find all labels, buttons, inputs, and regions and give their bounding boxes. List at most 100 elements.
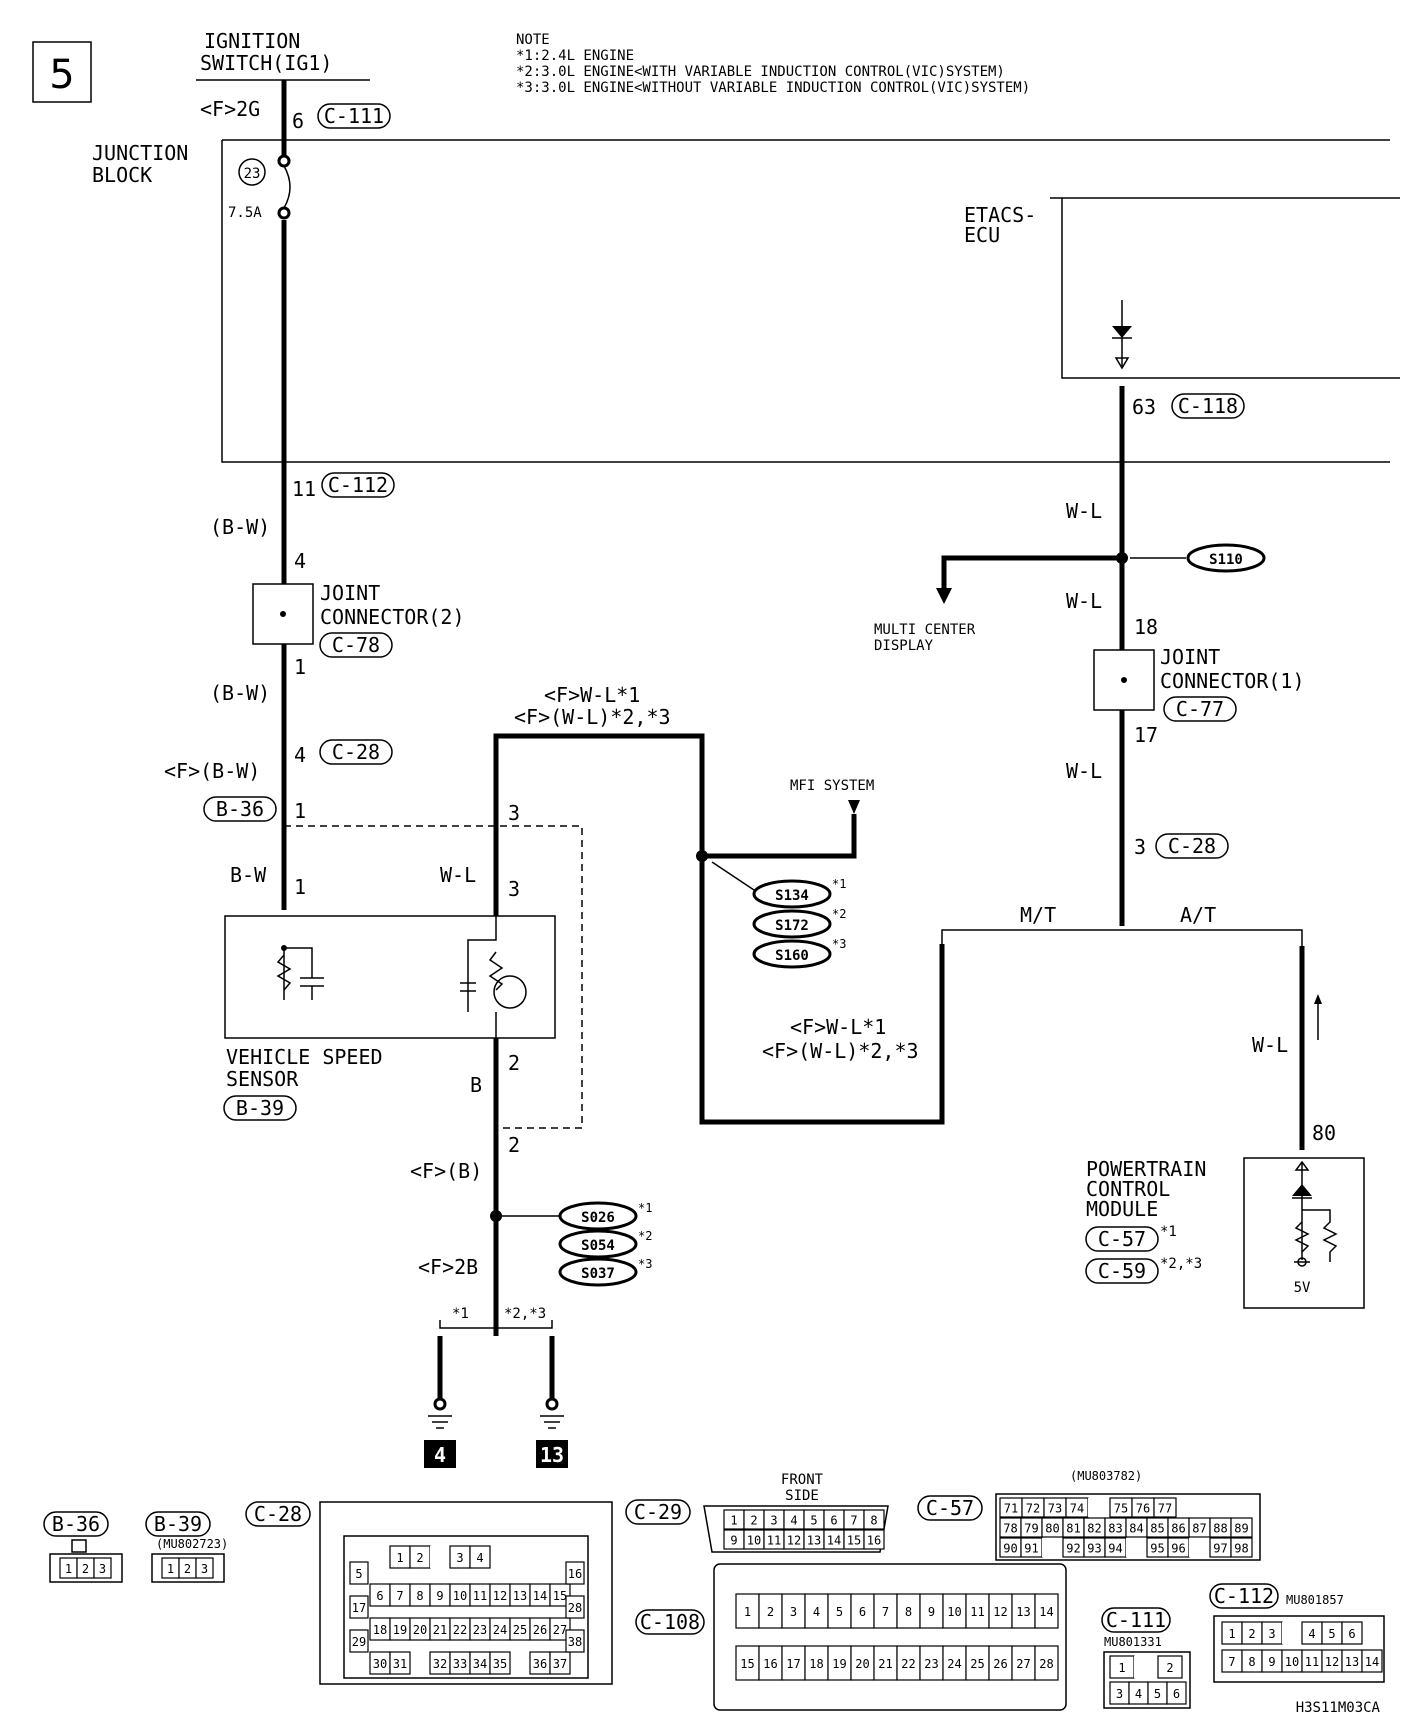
vss-cap-lead [284, 947, 313, 978]
c28-pin-label: 13 [513, 1589, 527, 1603]
splice-s160 [752, 939, 832, 969]
ignition-pin: 6 [292, 109, 304, 133]
wire-vss-signal-loop [493, 733, 945, 1125]
c28-pin-cell [430, 1546, 450, 1568]
c28-pin-label: 24 [493, 1623, 507, 1637]
c57-pin-label: 90 [1003, 1542, 1017, 1556]
splice-s026 [558, 1201, 638, 1231]
c108-pin-label: 4 [813, 1605, 820, 1619]
c108-pin-label: 6 [859, 1605, 866, 1619]
c28-pin-label: 37 [553, 1657, 567, 1671]
connector-view-b39-part: (MU802723) [156, 1537, 228, 1551]
c57-pin-cell [1153, 1497, 1177, 1518]
c108-pin-label: 7 [882, 1605, 889, 1619]
c29-pin-label: 4 [790, 1514, 797, 1528]
b36-pin-cell [93, 1557, 112, 1579]
ground-split-1: *1 [452, 1306, 469, 1322]
c28-pin-label: 5 [355, 1567, 362, 1581]
splice-s037-note: *3 [638, 1257, 652, 1271]
c29-pin-label: 7 [850, 1514, 857, 1528]
c112-pin-label: 2 [1248, 1627, 1255, 1641]
c112-pin-label: 14 [1365, 1655, 1379, 1669]
left-wire-color-4: B-W [230, 863, 267, 887]
connector-tag-b36 [203, 796, 277, 822]
c108-pin-label: 25 [970, 1657, 984, 1671]
left-wire-color-2: (B-W) [210, 681, 270, 705]
connector-view-c111 [1103, 1651, 1191, 1709]
c28-pin-cell [469, 1545, 491, 1569]
c28-pin-cell [349, 1561, 369, 1585]
splice-s054 [558, 1229, 638, 1259]
c57-pin-label: 74 [1070, 1502, 1084, 1516]
c111-pin-cell [1134, 1656, 1158, 1678]
connector-view-c28-label: C-28 [254, 1502, 302, 1526]
c112-pin-label: 3 [1268, 1627, 1275, 1641]
pcm-label-2: CONTROL [1086, 1177, 1170, 1201]
ground-splice-node [490, 1210, 502, 1222]
c28-pin-cell [489, 1651, 511, 1675]
c28-pin-label: 11 [473, 1589, 487, 1603]
c28-pin-label: 15 [553, 1589, 567, 1603]
c57-pin-label: 83 [1108, 1522, 1122, 1536]
jc1-label-2: CONNECTOR(1) [1160, 669, 1305, 693]
c57-pin-label: 77 [1158, 1502, 1172, 1516]
upper-signal-line-1: <F>W-L*1 [544, 683, 640, 707]
connector-view-c108-label: C-108 [640, 1610, 700, 1634]
pcm-resistor-icon [1294, 1221, 1310, 1253]
vss-pin-3-upper: 3 [508, 801, 520, 825]
connector-tag-c57 [1085, 1226, 1159, 1252]
c29-pin-label: 5 [810, 1514, 817, 1528]
connector-view-c57-label: C-57 [926, 1496, 974, 1520]
c28-pin-label: 36 [533, 1657, 547, 1671]
connector-c78-label: C-78 [332, 633, 380, 657]
connector-c57-label: C-57 [1098, 1227, 1146, 1251]
c111-pin-label: 3 [1116, 1687, 1123, 1701]
c108-pin-label: 28 [1039, 1657, 1053, 1671]
fuse-terminal-top [277, 154, 291, 168]
vss-wire-f2b: <F>2B [418, 1255, 478, 1279]
splice-s172-note: *2 [832, 907, 846, 921]
c28-pin-label: 32 [433, 1657, 447, 1671]
splice-s134-note: *1 [832, 877, 846, 891]
c29-pin-cell [863, 1529, 885, 1550]
c57-pin-cell [1230, 1537, 1253, 1558]
c57-pin-cell [1189, 1538, 1210, 1557]
vss-resistor-2-icon [488, 951, 504, 991]
vss-label-1: VEHICLE SPEED [226, 1045, 383, 1069]
c108-pin-label: 23 [924, 1657, 938, 1671]
c57-pin-label: 73 [1048, 1502, 1062, 1516]
shield-dashed-outline [284, 825, 583, 1129]
connector-view-b36-tag [43, 1511, 109, 1537]
jc1-out-pin: 17 [1134, 723, 1158, 747]
c111-pin-label: 4 [1135, 1687, 1142, 1701]
c111-pin-label: 5 [1154, 1687, 1161, 1701]
b39-pin-label: 1 [167, 1562, 174, 1576]
at-label: A/T [1180, 903, 1216, 927]
vss-pin-3: 3 [508, 877, 520, 901]
connector-c59-label: C-59 [1098, 1259, 1146, 1283]
c111-pin-cell [1166, 1681, 1187, 1705]
junction-block-label-1: JUNCTION [92, 141, 188, 165]
etacs-box-outline [1061, 198, 1400, 379]
c112-pin-label: 7 [1228, 1655, 1235, 1669]
junction-block-outline [221, 140, 1390, 463]
connector-view-c111-tag [1101, 1607, 1171, 1633]
connector-view-c112-label: C-112 [1214, 1584, 1274, 1608]
connector-view-c57-tag [917, 1495, 983, 1521]
c28-pin-label: 6 [376, 1589, 383, 1603]
connector-view-c112-part: MU801857 [1286, 1593, 1344, 1607]
c108-pin-label: 11 [970, 1605, 984, 1619]
c28-pin-label: 19 [393, 1623, 407, 1637]
pcm-resistor-2-icon [1302, 1209, 1338, 1262]
c108-pin-label: 24 [947, 1657, 961, 1671]
note-line-1: *1:2.4L ENGINE [516, 48, 634, 64]
splice-s172 [752, 909, 832, 939]
c29-pin-label: 10 [747, 1534, 761, 1548]
mfi-system-label: MFI SYSTEM [790, 778, 874, 794]
vss-wire-wl: W-L [440, 863, 476, 887]
c57-pin-label: 98 [1234, 1542, 1248, 1556]
c28-pin-label: 30 [373, 1657, 387, 1671]
connector-c59-note: *2,*3 [1160, 1256, 1202, 1272]
